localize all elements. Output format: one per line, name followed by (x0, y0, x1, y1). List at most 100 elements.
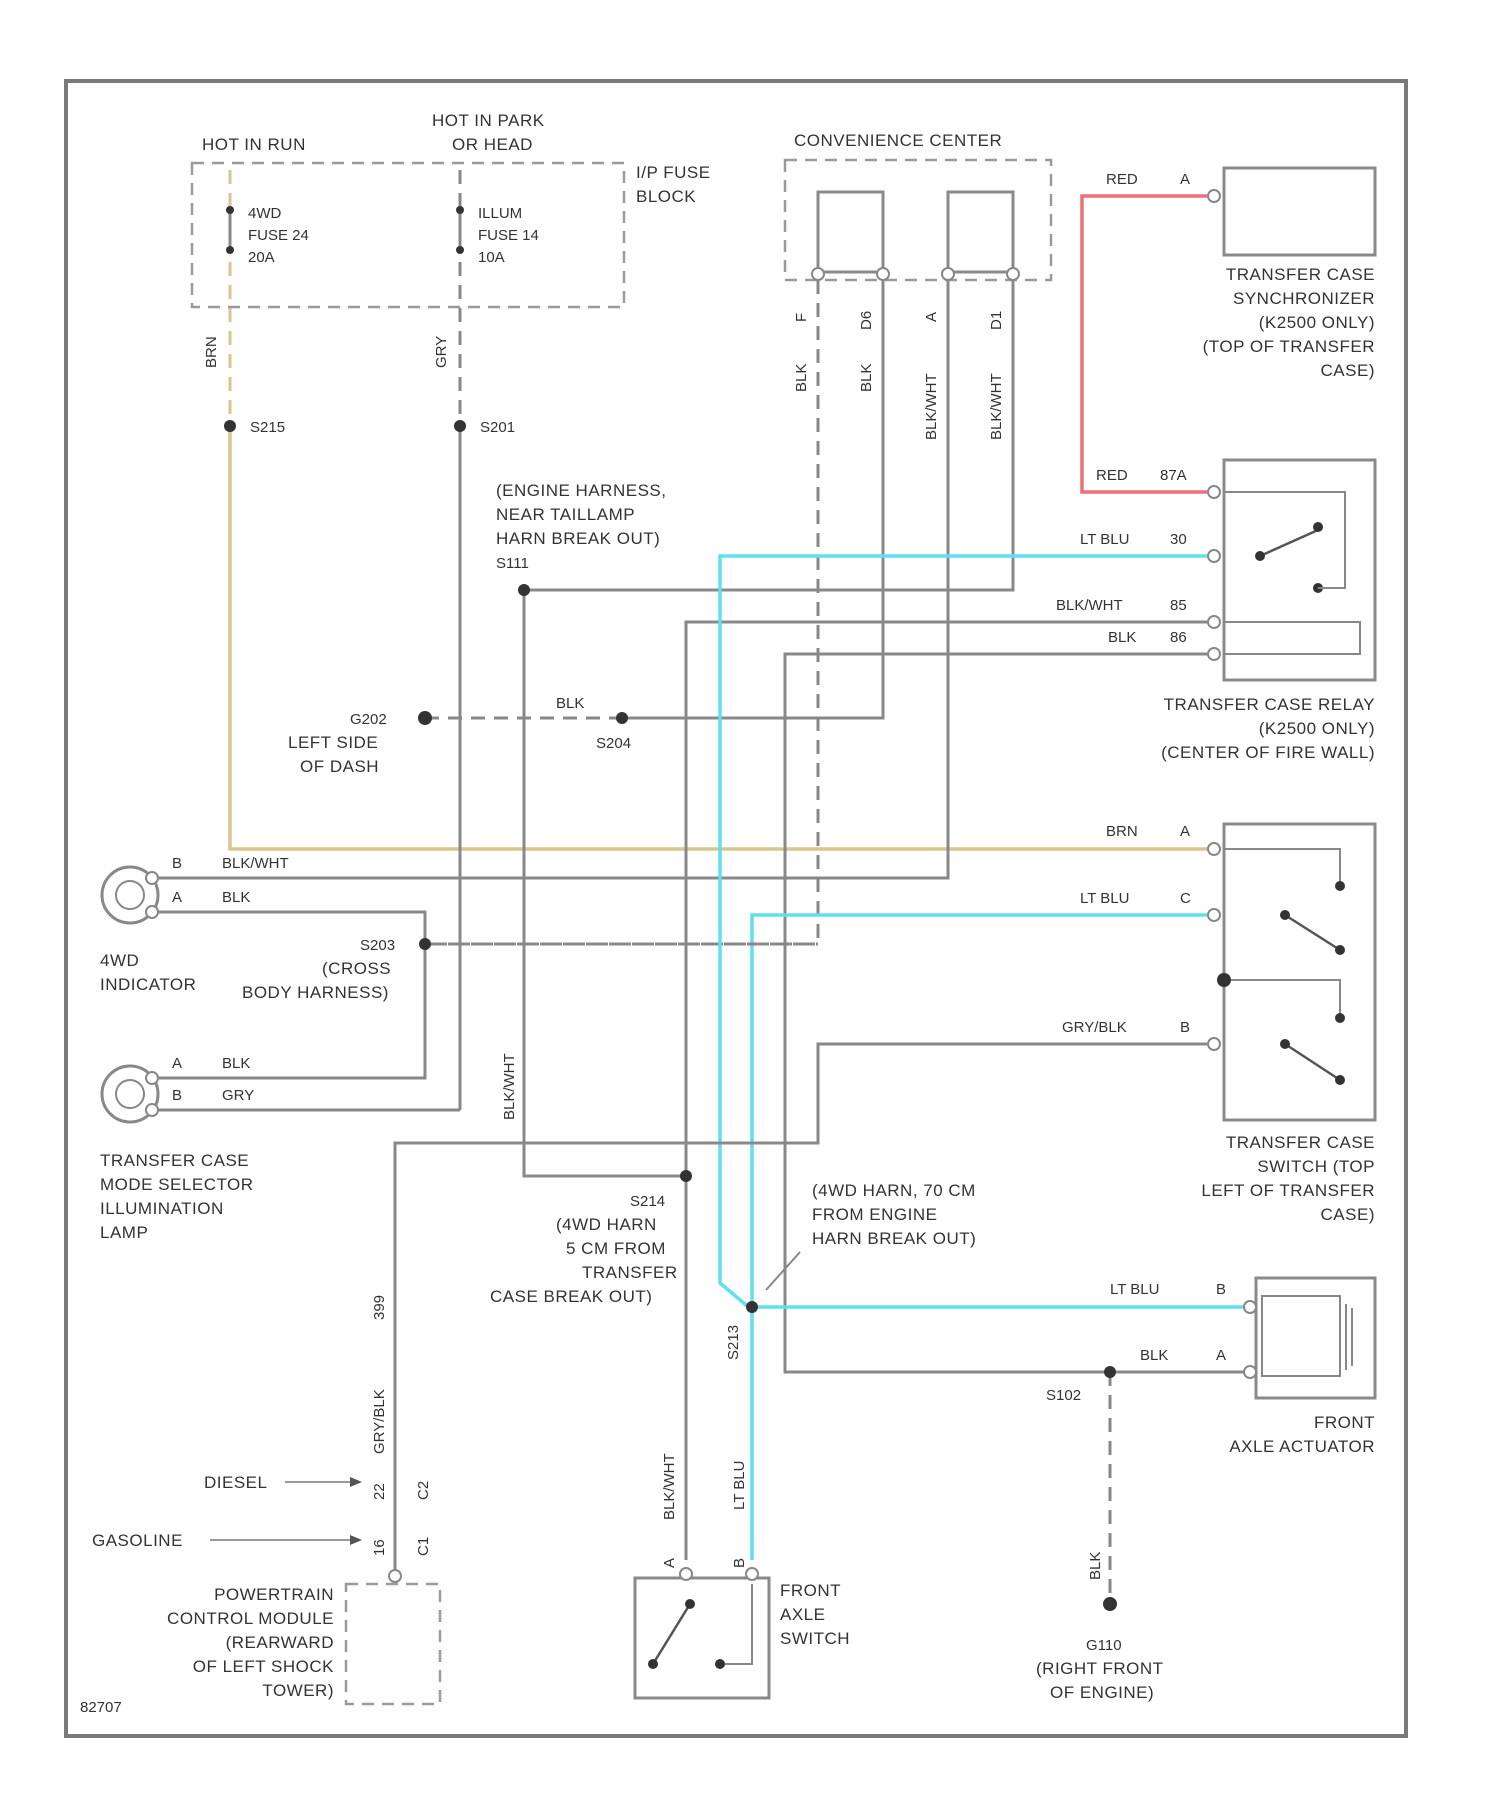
label-lamp-2: MODE SELECTOR (100, 1175, 254, 1194)
fas-blade (653, 1604, 690, 1664)
fas-term-b (715, 1659, 725, 1669)
label-act-2: AXLE ACTUATOR (1229, 1437, 1375, 1456)
label-ind-pin-a: A (172, 889, 182, 906)
label-act-p1: B (1216, 1281, 1226, 1298)
label-ind-wire-a: BLK (222, 889, 250, 906)
label-g110-2: (RIGHT FRONT (1036, 1659, 1164, 1678)
splice-s214 (680, 1170, 692, 1182)
label-pin-c2-num: 22 (371, 1483, 388, 1500)
ground-g202 (418, 711, 432, 725)
label-gasoline: GASOLINE (92, 1531, 183, 1550)
splices (224, 420, 1117, 1611)
relay-contact-nc (1313, 522, 1323, 532)
label-fas-w1: BLK/WHT (661, 1453, 678, 1520)
label-ip-fuse-1: I/P FUSE (636, 163, 711, 182)
label-sw-w3: GRY/BLK (1062, 1019, 1127, 1036)
label-sw-1: TRANSFER CASE (1226, 1133, 1375, 1152)
label-relay-p4: 86 (1170, 629, 1187, 646)
label-sw-2: SWITCH (TOP (1257, 1157, 1375, 1176)
actuator-terminal-b (1244, 1301, 1256, 1313)
switch-a-term (1335, 881, 1345, 891)
label-fuse24-3: 20A (248, 249, 275, 266)
label-sw-p1: A (1180, 823, 1190, 840)
label-relay-p1: 87A (1160, 467, 1187, 484)
conv-relay-2 (948, 192, 1013, 272)
actuator-terminal-a (1244, 1366, 1256, 1378)
label-sync-1: TRANSFER CASE (1226, 265, 1375, 284)
label-relay-w4: BLK (1108, 629, 1136, 646)
label-fuse14-2: FUSE 14 (478, 227, 539, 244)
label-s111: S111 (496, 555, 529, 572)
leader-4wd-harn (766, 1252, 800, 1290)
actuator-body-icon (1262, 1296, 1340, 1376)
label-pcm-5: TOWER) (262, 1681, 334, 1700)
label-conv-w2-pin: D6 (858, 311, 875, 330)
label-lamp-4: LAMP (100, 1223, 148, 1242)
label-harn4wd-1: (4WD HARN, 70 CM (812, 1181, 976, 1200)
fuse-24-term-bot (226, 246, 234, 254)
label-pin-c1-num: 16 (371, 1539, 388, 1556)
label-s201: S201 (480, 419, 515, 436)
arrow-diesel-head (350, 1477, 362, 1487)
label-bw-vertical: BLK/WHT (501, 1053, 518, 1120)
label-g110-1: G110 (1086, 1637, 1122, 1654)
label-s214-5: CASE BREAK OUT) (490, 1287, 652, 1306)
label-sw-p2: C (1180, 890, 1191, 907)
label-pcm-2: CONTROL MODULE (167, 1609, 334, 1628)
relay-terminal-30 (1208, 550, 1220, 562)
convenience-center (785, 160, 1051, 280)
label-conv-w4: BLK/WHT (988, 373, 1005, 440)
label-pin-c1: C1 (415, 1537, 432, 1556)
label-harn4wd-3: HARN BREAK OUT) (812, 1229, 976, 1248)
label-g202-1: G202 (350, 711, 387, 728)
conv-terminal-d1 (1007, 268, 1019, 280)
label-s214-3: 5 CM FROM (566, 1239, 666, 1258)
label-pcm-3: (REARWARD (226, 1633, 334, 1652)
label-s203-2: (CROSS (322, 959, 391, 978)
indicator-terminal-b (146, 872, 158, 884)
label-relay-3: (CENTER OF FIRE WALL) (1161, 743, 1375, 762)
relay-terminal-86 (1208, 648, 1220, 660)
label-s214-4: TRANSFER (582, 1263, 678, 1282)
label-s213: S213 (725, 1325, 742, 1360)
transfer-case-synchronizer (1224, 168, 1375, 255)
transfer-case-switch (1224, 824, 1375, 1120)
switch-mid-contact (1224, 980, 1340, 1015)
label-conv-w4-pin: D1 (988, 311, 1005, 330)
switch-c-pivot (1280, 910, 1290, 920)
label-fuse24-2: FUSE 24 (248, 227, 309, 244)
label-g110-wire: BLK (1087, 1552, 1104, 1580)
label-conv-w2: BLK (858, 364, 875, 392)
relay-87a-link (1224, 492, 1345, 588)
switch-terminal-b (1208, 1038, 1220, 1050)
switch-b-term (1335, 1075, 1345, 1085)
label-diesel: DIESEL (204, 1473, 267, 1492)
label-sw-w2: LT BLU (1080, 890, 1129, 907)
fuse-14-term-bot (456, 246, 464, 254)
splice-s204 (616, 712, 628, 724)
label-pin-c2: C2 (415, 1481, 432, 1500)
fas-terminal-b (746, 1568, 758, 1580)
label-sync-wire: RED (1106, 171, 1138, 188)
label-sw-3: LEFT OF TRANSFER (1201, 1181, 1375, 1200)
ground-g110 (1103, 1597, 1117, 1611)
label-engine-harness-1: (ENGINE HARNESS, (496, 481, 666, 500)
lamp-terminal-a (146, 1072, 158, 1084)
label-convenience-center: CONVENIENCE CENTER (794, 131, 1002, 150)
pcm-terminal (389, 1570, 401, 1582)
label-lamp-pin-a: A (172, 1055, 182, 1072)
label-ind-pin-b: B (172, 855, 182, 872)
fas-pivot (648, 1659, 658, 1669)
label-s204: S204 (596, 735, 631, 752)
label-hot-in-park-2: OR HEAD (452, 135, 533, 154)
label-conv-w3-pin: A (923, 312, 940, 322)
splice-s201 (454, 420, 466, 432)
conv-terminal-a (942, 268, 954, 280)
label-relay-w1: RED (1096, 467, 1128, 484)
label-harn4wd-2: FROM ENGINE (812, 1205, 937, 1224)
label-fas-p1: A (661, 1558, 678, 1568)
splice-s215 (224, 420, 236, 432)
label-fas-p2: B (731, 1558, 748, 1568)
wire-conv-bw-a (145, 280, 948, 878)
fas-term-a (685, 1599, 695, 1609)
